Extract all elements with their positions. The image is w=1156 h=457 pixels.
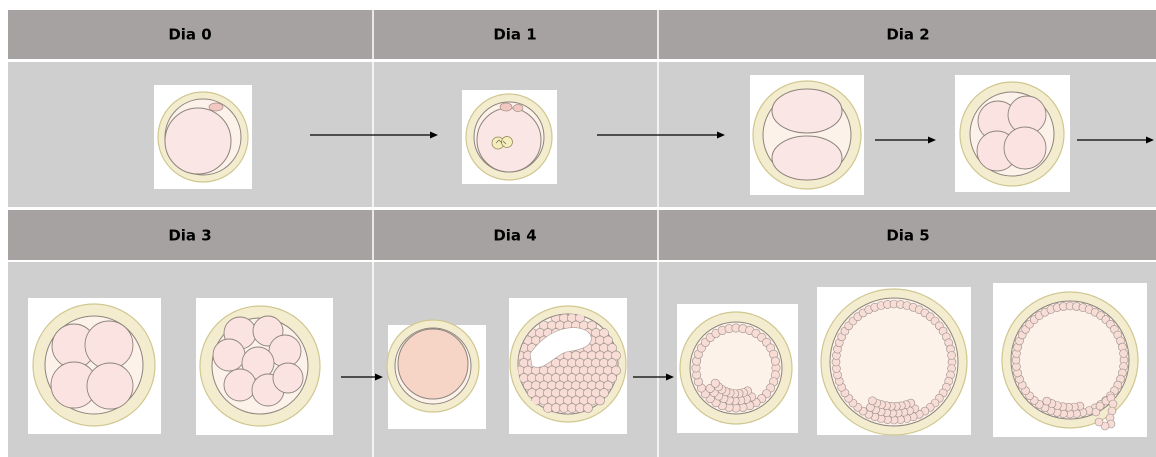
four-cell-embryo-day3-illustration xyxy=(28,298,161,434)
early-blastocyst-illustration xyxy=(677,304,798,433)
header-day-0: Dia 0 xyxy=(168,26,211,44)
zygote-illustration xyxy=(462,90,557,184)
two-cell-embryo-illustration xyxy=(750,75,864,195)
header-day-4: Dia 4 xyxy=(493,227,536,245)
morula-illustration xyxy=(509,298,627,434)
compacted-morula-illustration xyxy=(387,320,486,429)
eight-cell-embryo-illustration xyxy=(196,298,333,435)
expanded-blastocyst-illustration xyxy=(817,287,971,435)
hatching-blastocyst-illustration xyxy=(993,283,1147,437)
oocyte-illustration xyxy=(154,85,252,189)
header-day-3: Dia 3 xyxy=(168,227,211,245)
header-day-2: Dia 2 xyxy=(886,26,929,44)
four-cell-embryo-illustration xyxy=(955,75,1070,192)
header-day-1: Dia 1 xyxy=(493,26,536,44)
header-day-5: Dia 5 xyxy=(886,227,929,245)
